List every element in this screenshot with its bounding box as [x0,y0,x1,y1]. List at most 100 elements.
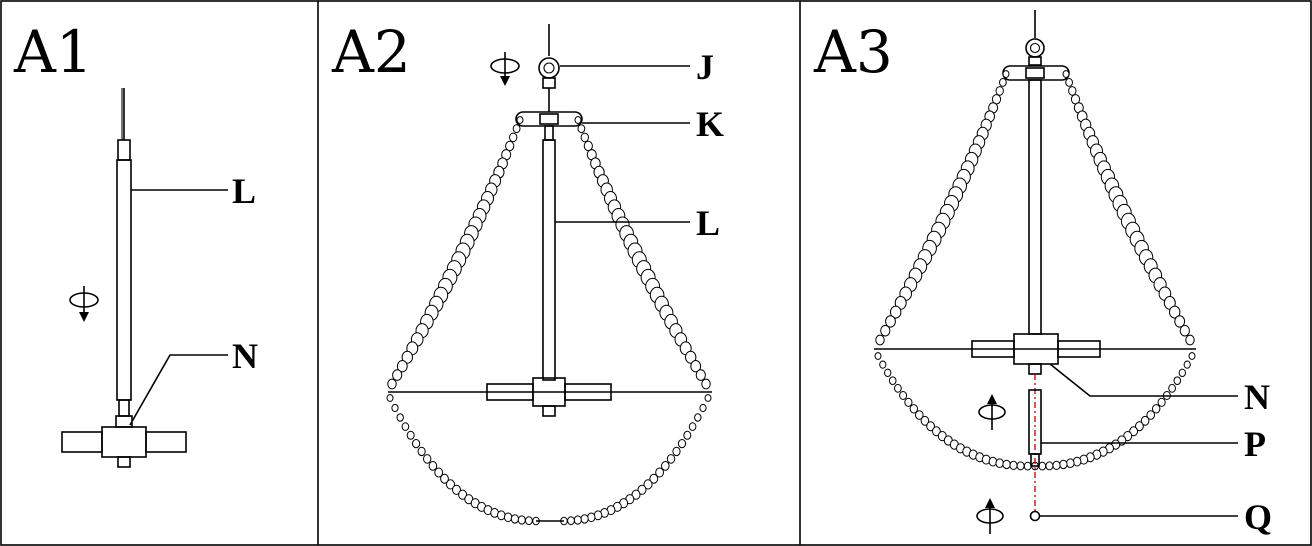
panel-a1: A1 L N [13,18,258,468]
bead [1068,86,1077,96]
bead [1140,415,1150,426]
bead [666,454,676,464]
rod-cap [117,139,131,161]
callout-k: K [696,104,724,144]
rotate-arrow-icon [978,394,1006,430]
bead [423,454,432,464]
hub-n [101,426,147,458]
bead [1062,70,1070,78]
bead [701,378,711,390]
bead [631,489,641,500]
bead [386,394,394,402]
callout-line-n [129,354,228,426]
bead [1185,334,1195,346]
rotate-arrow-icon [69,286,99,322]
bead [512,124,521,134]
bead [401,350,413,364]
bead [894,383,902,393]
rod-l [116,159,132,401]
bead [995,86,1004,96]
callout-p: P [1244,424,1266,464]
bead [1169,305,1181,319]
callout-l-a2: L [696,203,720,243]
bead [1002,70,1010,78]
bead [573,515,582,525]
bead [587,512,596,523]
bead [1168,383,1176,393]
bead [577,124,586,134]
bead [434,467,444,478]
bead [509,132,518,143]
loop-a3 [1025,38,1045,58]
bead [904,397,913,407]
bead [926,421,935,432]
bead [1072,456,1082,467]
bead [704,394,712,402]
panel-a3: A3 [813,10,1272,537]
callout-l: L [232,171,256,211]
bead-chain-a2 [386,116,712,526]
bead [446,479,455,490]
bead [428,461,438,471]
bead [880,324,891,337]
bead [525,516,533,526]
bead [683,430,692,440]
bead [999,78,1007,87]
bead [396,360,408,373]
bead [649,473,659,484]
bead [406,430,415,440]
rod-l-a2 [542,139,556,381]
bead [1178,368,1187,377]
bead [510,514,520,524]
bead [516,116,524,124]
bead [391,403,399,413]
bead [1146,410,1155,420]
rotate-arrow-icon [490,52,520,86]
bead [1129,426,1138,437]
bead [1052,460,1061,470]
bead [1045,461,1054,471]
bead [412,439,421,449]
bead [875,334,885,346]
bead [567,516,575,526]
loop-j [538,57,560,79]
bead [884,368,892,377]
bead [915,410,924,420]
rotate-arrow-icon [976,498,1004,534]
callout-q: Q [1244,497,1272,537]
panel-title-a3: A3 [813,18,893,86]
bead-chain-a3 [874,70,1196,471]
bead [417,446,426,457]
bead [1152,404,1161,414]
bead [458,489,468,500]
bead [392,369,403,381]
bead [672,446,681,457]
bead [909,404,918,414]
bead [879,360,887,369]
bead [661,461,670,471]
bead [699,403,707,413]
bead [688,422,697,431]
bead [503,512,513,523]
bead [1023,461,1032,471]
bead [497,510,506,521]
bead [1065,78,1073,87]
arm-right [145,431,187,453]
bead [387,378,397,390]
callout-j: J [696,47,714,87]
bead [580,514,589,524]
bead [1135,421,1144,432]
bead [932,426,941,437]
bead [888,376,897,386]
bead [1179,324,1190,337]
bead [401,422,410,431]
bead [1059,459,1068,470]
bead [885,315,896,328]
bead [1016,461,1025,471]
bead [655,467,664,478]
bead [874,352,882,360]
bead [1173,376,1182,386]
